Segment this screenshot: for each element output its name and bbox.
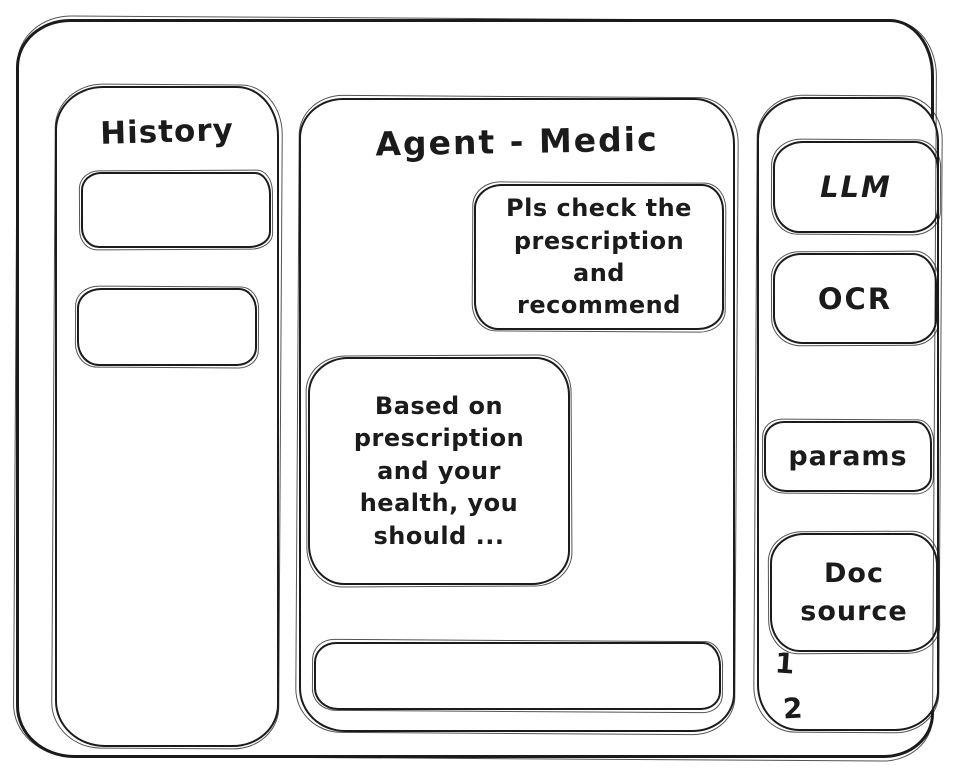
assistant-message-bubble: Based on prescription and your health, y…: [308, 357, 570, 585]
app-window-frame: History Agent - Medic Pls check the pres…: [16, 19, 939, 758]
chat-panel: Agent - Medic Pls check the prescription…: [299, 98, 735, 732]
ocr-button[interactable]: OCR: [773, 253, 937, 344]
history-panel-title: History: [99, 112, 235, 152]
chat-panel-title: Agent - Medic: [375, 119, 659, 164]
user-message-text: Pls check the prescription and recommend: [506, 194, 692, 320]
doc-source-button[interactable]: Doc source: [770, 533, 938, 652]
history-sidebar: History: [55, 86, 279, 747]
history-item[interactable]: [77, 288, 257, 366]
llm-button[interactable]: LLM: [773, 141, 939, 233]
user-message-bubble: Pls check the prescription and recommend: [474, 184, 724, 330]
chat-input[interactable]: [314, 642, 721, 710]
history-item[interactable]: [81, 172, 271, 248]
doc-source-list-item[interactable]: 2: [782, 691, 804, 726]
doc-source-list-item[interactable]: 1: [773, 646, 796, 681]
assistant-message-text: Based on prescription and your health, y…: [353, 392, 525, 550]
tools-sidebar: LLM OCR params Doc source 1 2: [757, 97, 939, 731]
params-button[interactable]: params: [764, 421, 932, 492]
